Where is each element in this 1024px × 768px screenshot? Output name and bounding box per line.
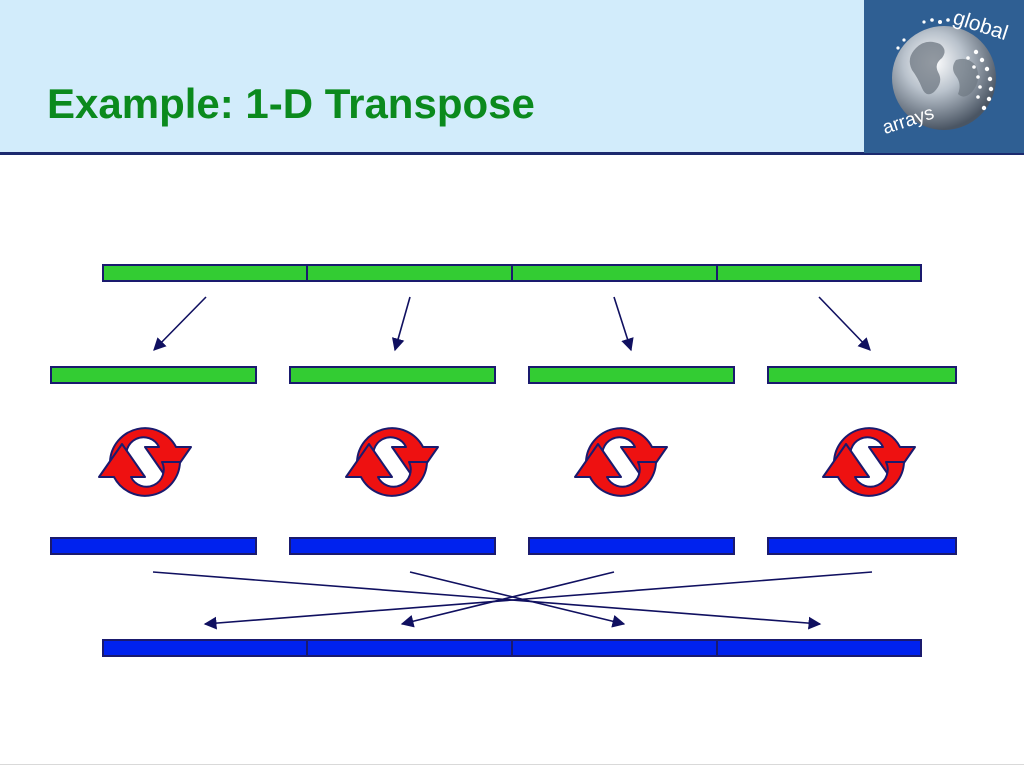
reorder-arrow: [152, 571, 822, 630]
reorder-arrow: [409, 571, 626, 628]
distribute-arrow: [613, 296, 634, 352]
reorder-arrows: [152, 571, 873, 630]
rotate-arrows-icon: [98, 427, 192, 497]
local-block-before: [767, 366, 957, 384]
distribute-arrow: [818, 296, 871, 351]
distribute-arrow: [391, 296, 411, 352]
globe-icon: global arrays: [864, 0, 1024, 153]
slide-header: [0, 0, 1024, 153]
local-reverse-icons: [98, 427, 916, 497]
source-array: [102, 264, 922, 282]
local-block-before: [528, 366, 735, 384]
footer-divider: [0, 764, 1024, 765]
rotate-arrows-icon: [345, 427, 439, 497]
slide-title: Example: 1-D Transpose: [47, 80, 535, 127]
local-block-after: [50, 537, 257, 555]
reorder-arrow: [203, 571, 873, 630]
local-block-after: [767, 537, 957, 555]
reorder-arrow: [400, 571, 615, 628]
global-arrays-logo: global arrays: [864, 0, 1024, 153]
local-block-after: [289, 537, 496, 555]
rotate-arrows-icon: [822, 427, 916, 497]
rotate-arrows-icon: [574, 427, 668, 497]
local-block-before: [289, 366, 496, 384]
local-blocks-after: [50, 537, 957, 555]
local-block-after: [528, 537, 735, 555]
local-block-before: [50, 366, 257, 384]
result-array: [102, 639, 922, 657]
distribute-arrows: [153, 296, 871, 352]
distribute-arrow: [153, 296, 207, 351]
transpose-diagram: [50, 264, 957, 657]
header-divider: [0, 152, 1024, 155]
local-blocks-before: [50, 366, 957, 384]
